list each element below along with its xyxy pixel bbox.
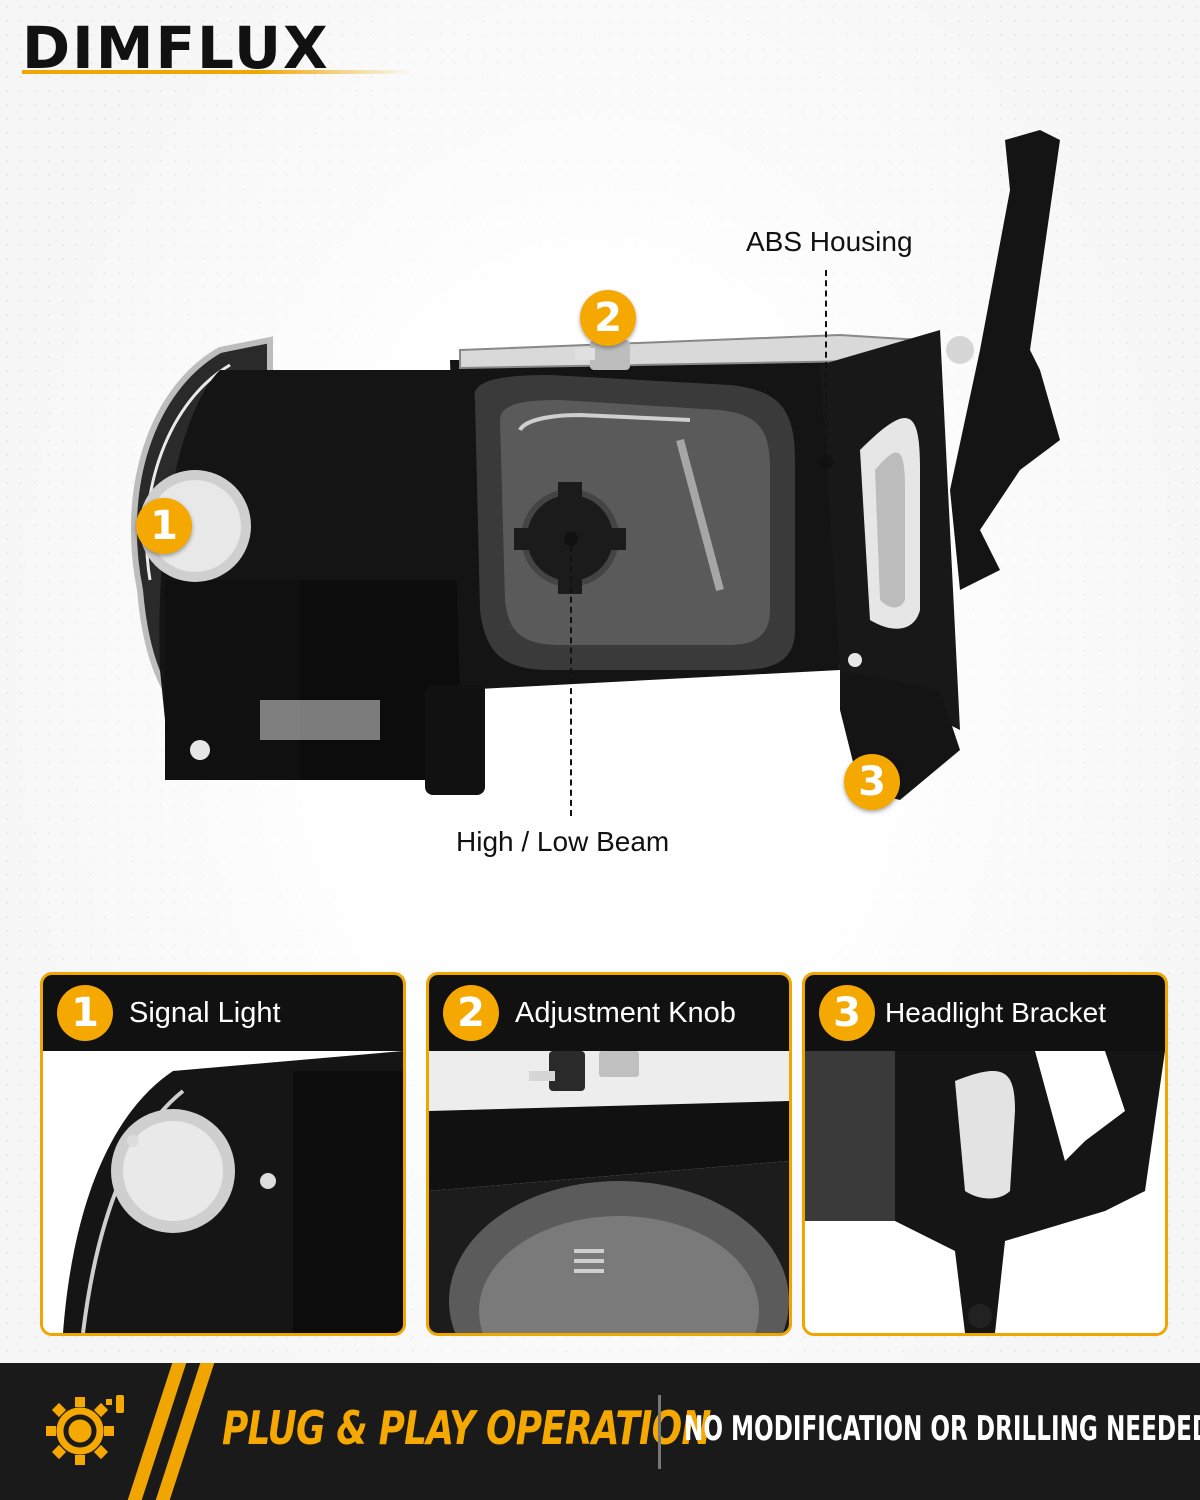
feature-panel-headlight-bracket: 3 Headlight Bracket (802, 972, 1168, 1336)
feature-panel-signal-light: 1 Signal Light (40, 972, 406, 1336)
panel-number: 1 (57, 985, 113, 1041)
beam-leader (570, 546, 572, 816)
panel-header: 3 Headlight Bracket (805, 975, 1165, 1051)
logo-underline (22, 70, 412, 74)
panel-header: 2 Adjustment Knob (429, 975, 789, 1051)
headlight-product-image: 1 2 3 ABS Housing High / Low Beam (80, 110, 1120, 857)
beam-label: High / Low Beam (456, 826, 670, 857)
abs-housing-dot (819, 455, 833, 469)
footer-banner: PLUG & PLAY OPERATION NO MODIFICATION OR… (0, 1363, 1200, 1500)
abs-housing-leader (825, 270, 827, 460)
feature-panel-adjustment-knob: 2 Adjustment Knob (426, 972, 792, 1336)
signal-light-closeup (43, 1051, 403, 1333)
panel-number: 2 (443, 985, 499, 1041)
panel-title: Headlight Bracket (885, 997, 1107, 1028)
callout-badge-3: 3 (844, 754, 900, 810)
panel-header: 1 Signal Light (43, 975, 403, 1051)
callout-badge-1: 1 (136, 498, 192, 554)
abs-housing-label: ABS Housing (746, 226, 913, 257)
footer-divider (658, 1395, 661, 1469)
gear-plug-icon (40, 1391, 130, 1471)
adjustment-knob-closeup (429, 1051, 789, 1333)
footer-headline: PLUG & PLAY OPERATION (222, 1401, 711, 1455)
panel-title: Adjustment Knob (515, 996, 736, 1029)
callout-badge-2: 2 (580, 290, 636, 346)
footer-subline: NO MODIFICATION OR DRILLING NEEDED (684, 1409, 1200, 1449)
panel-title: Signal Light (129, 996, 281, 1029)
headlight-illustration (131, 130, 1060, 800)
headlight-bracket-closeup (805, 1051, 1165, 1333)
panel-number: 3 (819, 985, 875, 1041)
beam-dot (564, 532, 578, 546)
